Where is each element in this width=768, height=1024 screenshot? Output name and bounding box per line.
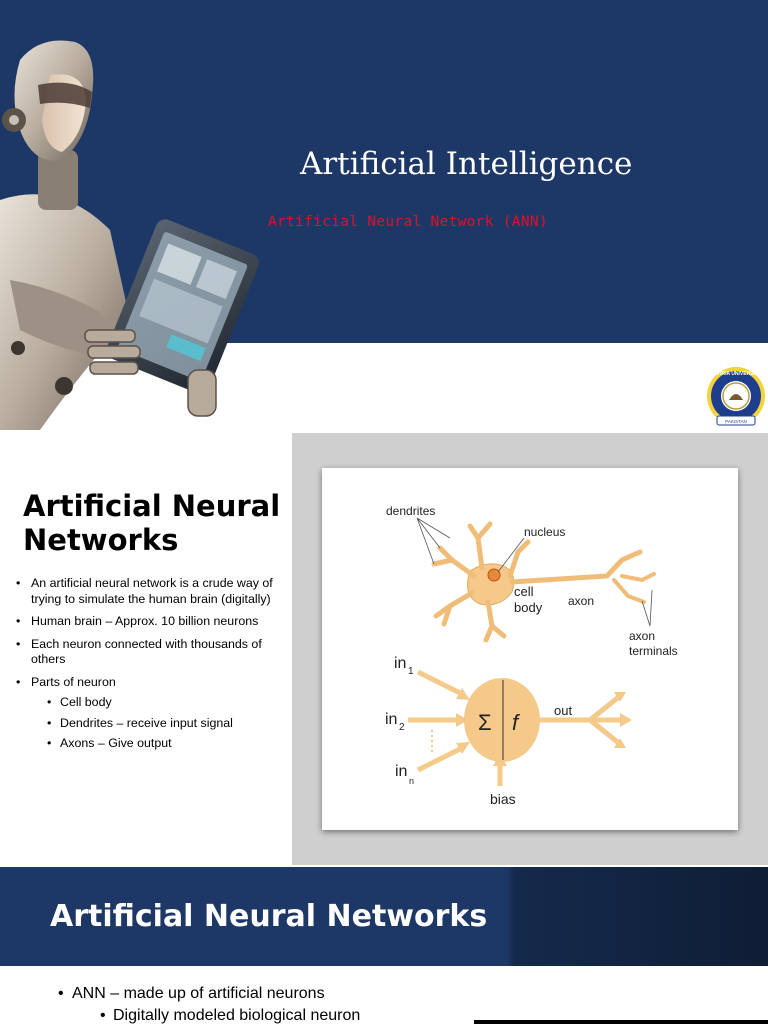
svg-text:f: f [512, 710, 521, 735]
sub-list-item: Dendrites – receive input signal [31, 716, 284, 732]
svg-text:2: 2 [399, 722, 405, 733]
sub-list-item: Digitally modeled biological neuron [72, 1005, 360, 1024]
list-item: Human brain – Approx. 10 billion neurons [14, 614, 284, 630]
slide-title: Artificial Neural Networks [50, 899, 488, 934]
svg-text:out: out [554, 703, 572, 718]
sub-list-item: Cell body [31, 695, 284, 711]
svg-text:body: body [514, 600, 543, 615]
svg-text:bias: bias [490, 791, 516, 807]
neuron-figure: dendrites nucleus cell body axon axon te… [322, 468, 738, 830]
neural-networks-slide: Artificial Neural Networks An artificial… [0, 433, 768, 865]
biological-neuron [431, 521, 656, 643]
bullet-list: ANN – made up of artificial neurons Digi… [58, 983, 360, 1024]
ann-slide: Artificial Neural Networks ANN – made up… [0, 867, 768, 1024]
list-item: Each neuron connected with thousands of … [14, 637, 284, 668]
list-item-label: ANN – made up of artificial neurons [72, 985, 325, 1002]
svg-text:BAHRIA UNIVERSITY: BAHRIA UNIVERSITY [711, 371, 762, 377]
slide-banner [0, 867, 768, 966]
presentation-title: Artificial Intelligence [300, 146, 633, 182]
svg-text:in: in [394, 655, 406, 672]
svg-text:1: 1 [408, 666, 414, 677]
bullet-list: An artificial neural network is a crude … [14, 576, 284, 759]
presentation-subtitle: Artificial Neural Network (ANN) [268, 214, 548, 230]
svg-text:PAKISTAN: PAKISTAN [725, 419, 747, 424]
slide-heading: Artificial Neural Networks [23, 489, 281, 557]
svg-text:axon: axon [568, 594, 594, 608]
list-item-label: Parts of neuron [31, 674, 116, 689]
sub-bullet-list: Cell body Dendrites – receive input sign… [31, 695, 284, 752]
list-item: ANN – made up of artificial neurons Digi… [58, 983, 360, 1024]
neuron-diagram: dendrites nucleus cell body axon axon te… [385, 504, 678, 807]
image-placeholder [474, 1020, 768, 1024]
title-banner [0, 0, 768, 343]
svg-text:nucleus: nucleus [524, 525, 565, 539]
university-logo: BAHRIA UNIVERSITY PAKISTAN [707, 367, 765, 426]
list-item-parts: Parts of neuron Cell body Dendrites – re… [14, 675, 284, 752]
list-item: An artificial neural network is a crude … [14, 576, 284, 607]
svg-text:Σ: Σ [478, 710, 492, 735]
svg-text:cell: cell [514, 584, 534, 599]
sub-bullet-list: Digitally modeled biological neuron [72, 1005, 360, 1024]
svg-text:in: in [395, 763, 407, 780]
svg-text:terminals: terminals [629, 644, 678, 658]
robot-illustration [0, 40, 259, 430]
artificial-neuron: Σ f out bias in 1 in 2 in n [385, 655, 632, 807]
title-slide: Artificial Intelligence Artificial Neura… [0, 0, 768, 430]
svg-text:axon: axon [629, 629, 655, 643]
svg-text:dendrites: dendrites [386, 504, 435, 518]
sub-list-item: Axons – Give output [31, 736, 284, 752]
svg-text:n: n [409, 776, 414, 786]
svg-text:in: in [385, 711, 397, 728]
